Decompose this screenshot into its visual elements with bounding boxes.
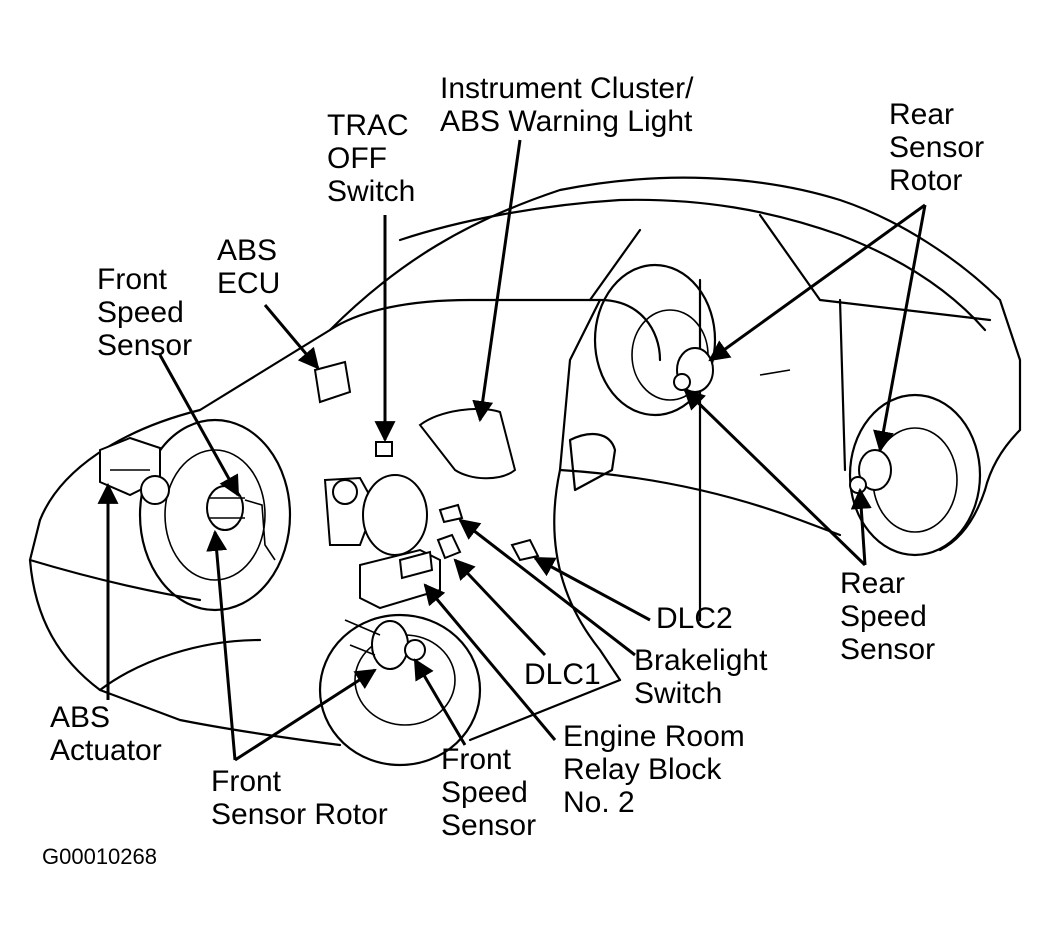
label-line: Front [441, 743, 512, 776]
label-line: Speed [441, 776, 528, 809]
trac-off-switch-part [375, 441, 393, 457]
label-line: Sensor [840, 633, 936, 666]
instrument-cluster-part [418, 407, 517, 480]
label-line: ECU [217, 267, 281, 300]
label-front-sensor-rotor: Front Sensor Rotor [211, 765, 388, 831]
label-abs-ecu: ABS ECU [217, 234, 280, 300]
label-line: Rotor [889, 164, 963, 197]
label-line: Brakelight [634, 644, 768, 677]
leader-rear-speed-sensor-right [850, 487, 872, 566]
leader-lines [97, 139, 927, 762]
label-line: Sensor Rotor [211, 798, 388, 831]
label-line: Sensor [889, 131, 985, 164]
label-line: Instrument Cluster/ [440, 72, 694, 105]
front-sensor-rotor-part [344, 619, 426, 670]
dlc1-part [436, 533, 462, 560]
dlc2-part [510, 538, 540, 562]
car-body [28, 176, 1022, 747]
leader-dlc1 [453, 558, 547, 657]
leader-front-speed-sensor-bottom [413, 658, 467, 746]
label-abs-actuator: ABS Actuator [50, 701, 162, 767]
label-rear-sensor-rotor: Rear Sensor Rotor [889, 98, 984, 197]
label-line: Switch [634, 677, 723, 710]
label-line: Relay Block [563, 753, 722, 786]
leader-rear-sensor-rotor-left [708, 203, 926, 362]
label-line: Speed [840, 600, 927, 633]
leader-brakelight-switch [458, 518, 636, 657]
label-engine-room-relay-block: Engine Room Relay Block No. 2 [563, 720, 745, 819]
label-line: DLC1 [524, 658, 601, 691]
label-line: Front [211, 765, 282, 798]
label-line: Switch [327, 175, 416, 208]
rear-sensor-rotor-left-part [673, 347, 714, 393]
label-dlc2: DLC2 [656, 602, 733, 635]
leader-relay-block [423, 583, 557, 741]
abs-ecu-part [313, 360, 352, 404]
label-line: ABS [50, 701, 111, 734]
label-line: Rear [889, 98, 955, 131]
label-line: Sensor [97, 329, 193, 362]
leader-front-speed-sensor-left [158, 354, 240, 497]
label-brakelight-switch: Brakelight Switch [634, 644, 767, 710]
figure-code: G00010268 [42, 844, 157, 869]
leader-dlc2 [533, 556, 651, 622]
label-line: No. 2 [563, 786, 635, 819]
leader-rear-sensor-rotor-right [873, 204, 927, 453]
rear-sensor-rotor-right-part [849, 449, 892, 494]
label-line: ABS [217, 234, 278, 267]
label-line: OFF [327, 142, 387, 175]
label-front-speed-sensor-left: Front Speed Sensor [97, 263, 192, 362]
label-line: Rear [840, 567, 906, 600]
label-instrument-cluster: Instrument Cluster/ ABS Warning Light [440, 72, 693, 138]
leader-rear-speed-sensor-left [683, 388, 867, 567]
label-line: DLC2 [656, 602, 733, 635]
leader-abs-ecu [263, 304, 320, 370]
leader-instrument-cluster [472, 139, 522, 423]
brakelight-switch-part [438, 503, 464, 524]
label-trac-off-switch: TRAC OFF Switch [327, 109, 415, 208]
abs-actuator-part [99, 436, 170, 505]
label-line: Engine Room [563, 720, 745, 753]
label-dlc1: DLC1 [524, 658, 601, 691]
label-line: Speed [97, 296, 184, 329]
label-line: ABS Warning Light [440, 105, 693, 138]
front-left-wheel [138, 418, 292, 612]
relay-block-part [359, 548, 441, 610]
label-line: Sensor [441, 809, 537, 842]
label-front-speed-sensor-bottom: Front Speed Sensor [441, 743, 536, 842]
label-line: Front [97, 263, 168, 296]
label-rear-speed-sensor: Rear Speed Sensor [840, 567, 935, 666]
leader-front-sensor-rotor-left [206, 529, 237, 761]
master-cylinder-booster [323, 474, 428, 556]
label-line: Actuator [50, 734, 162, 767]
leader-front-sensor-rotor-right [234, 668, 377, 762]
label-line: TRAC [327, 109, 409, 142]
